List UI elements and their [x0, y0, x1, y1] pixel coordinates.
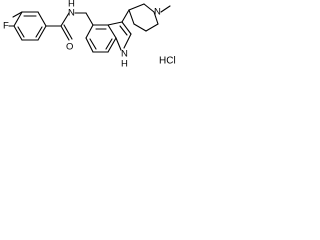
- amide-nitrogen-label: N: [68, 8, 75, 19]
- indole-pyrrole-ring: [107, 21, 132, 51]
- chemical-structure-diagram: F O N H N H N HCl: [0, 0, 245, 85]
- carbonyl-oxygen-label: O: [66, 42, 73, 53]
- piperidine-nitrogen-label: N: [154, 7, 161, 18]
- n-methyl-bond: [160, 5, 171, 13]
- piperidine-ring: [128, 3, 159, 32]
- indole-benzene-ring: [85, 12, 117, 53]
- fluorobenzene-ring: [12, 11, 47, 41]
- amide-hydrogen-label: H: [68, 0, 75, 10]
- indole-piperidine-bond: [121, 9, 130, 23]
- salt-label: HCl: [159, 56, 176, 67]
- indole-hydrogen-label: H: [121, 59, 128, 70]
- indole-nitrogen-label: N: [121, 49, 128, 60]
- amide-linker: [45, 12, 87, 41]
- fluorine-label: F: [3, 21, 9, 32]
- molecule-drawing: F O N H N H N HCl: [3, 0, 176, 70]
